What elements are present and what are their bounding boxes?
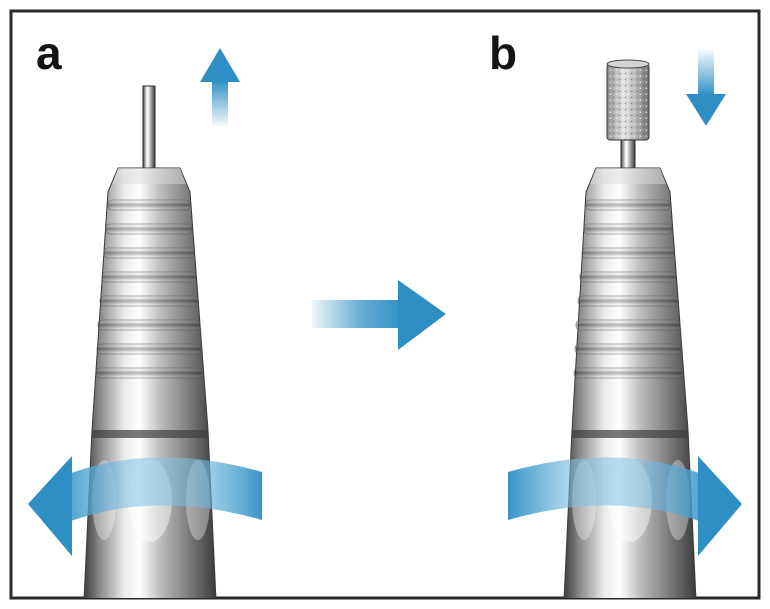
- panel-label-a: a: [36, 27, 62, 79]
- arrow-down-icon: [686, 50, 726, 126]
- rotate-counterclockwise-icon: [28, 456, 262, 556]
- panel-b: [508, 50, 742, 598]
- diamond-bur-b: [606, 59, 650, 169]
- panel-a: [28, 48, 262, 598]
- rotate-clockwise-icon: [508, 456, 742, 556]
- bur-shank-a: [142, 85, 156, 169]
- arrow-right-icon: [312, 280, 446, 350]
- grip-rings-a: [95, 199, 203, 379]
- panel-label-b: b: [489, 27, 518, 79]
- grip-rings-b: [573, 199, 683, 379]
- arrow-up-icon: [200, 48, 240, 126]
